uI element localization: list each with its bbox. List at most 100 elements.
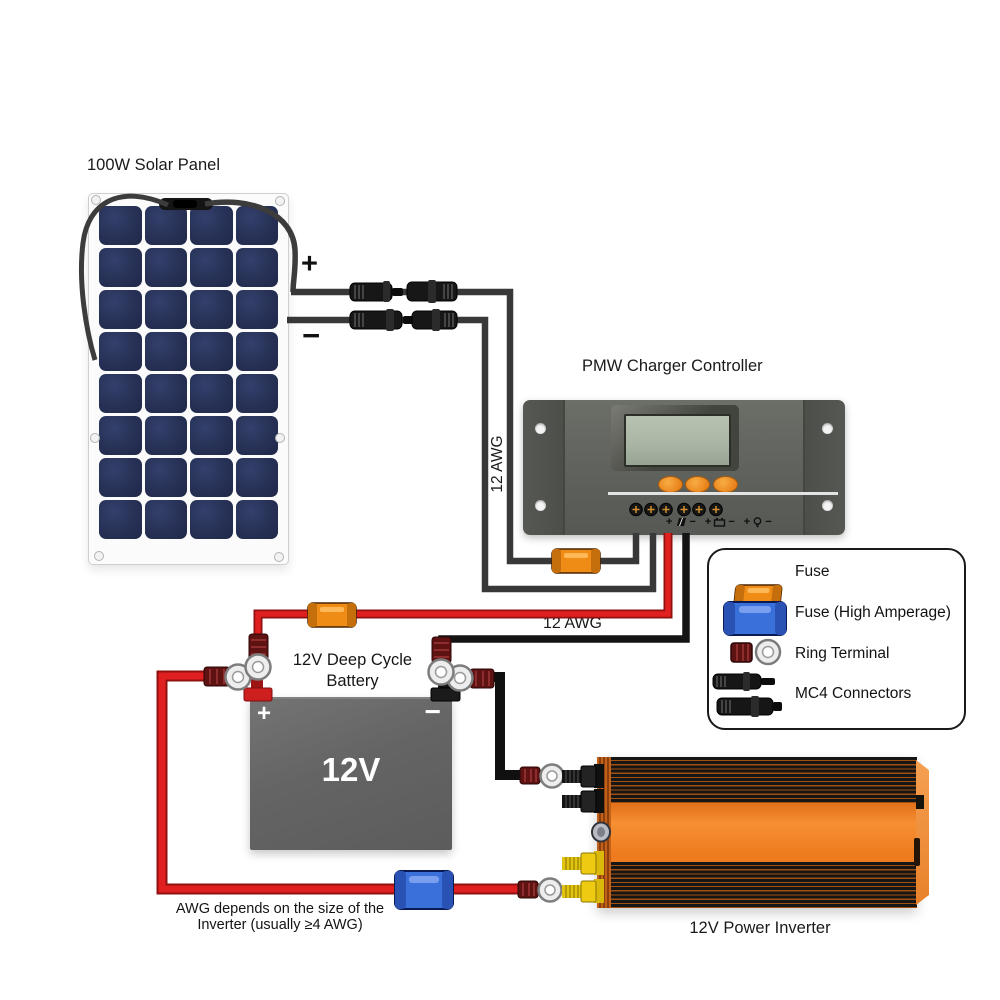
mc4-connectors-icon [712,672,782,717]
solar-cell [190,290,233,329]
wire-inverter-negative [474,672,547,780]
solar-cell [144,416,187,455]
controller-mount-hole [535,423,546,434]
battery-negative-sign: − [424,696,441,727]
fuse-high-amperage-icon [723,601,787,636]
terminal-labels: + − + − + − [666,516,776,528]
ring-terminal [517,877,563,903]
solar-cell [235,374,278,413]
controller-button[interactable] [685,476,710,493]
terminal-screws[interactable] [628,502,724,517]
solar-cell [144,374,187,413]
panel-mount-hole [274,552,284,562]
solar-cell [99,416,142,455]
solar-cell [144,500,187,539]
panel-mount-hole [91,195,101,205]
solar-cell-grid [99,206,278,539]
solar-cell [190,500,233,539]
battery-positive-sign: + [257,700,272,727]
solar-panel-label: 100W Solar Panel [87,156,220,174]
lcd-screen [624,414,731,467]
controller-mount-hole [822,500,833,511]
legend-item-ring-terminal: Ring Terminal [795,645,890,662]
ring-terminal [446,664,495,692]
solar-cell [235,206,278,245]
solar-cell [144,458,187,497]
battery-label-line1: 12V Deep Cycle [292,651,413,669]
controller-button[interactable] [658,476,683,493]
solar-cell [190,458,233,497]
controller-mount-flange [523,400,565,535]
plus-mark: + [704,516,712,528]
inverter-heatsink-top [597,757,917,803]
solar-cell [235,458,278,497]
panel-mount-hole [275,196,285,206]
inverter-body [597,803,917,862]
solar-cell [235,332,278,371]
solar-cell [144,290,187,329]
solar-cell [190,248,233,287]
solar-cell [190,416,233,455]
minus-mark: − [689,516,696,528]
panel-junction-box [159,198,213,210]
awg-note-line2: Inverter (usually ≥4 AWG) [197,917,363,933]
legend-item-fuse-high-amperage: Fuse (High Amperage) [795,604,951,621]
battery-icon [714,518,726,527]
solar-cell [99,290,142,329]
solar-cell [144,248,187,287]
solar-cell [99,248,142,287]
battery-label: 12V Deep Cycle Battery [275,650,430,692]
power-inverter [597,757,929,908]
solar-panel-icon [677,517,687,527]
controller-face: + − + − + − [563,400,838,535]
panel-negative-sign: − [302,318,321,353]
solar-cell [144,206,187,245]
panel-mount-hole [90,433,100,443]
solar-cell [144,332,187,371]
solar-cell [99,332,142,371]
legend-item-mc4-connectors: MC4 Connectors [795,685,912,702]
controller-mount-flange [803,400,845,535]
ring-terminal [203,663,252,691]
solar-cell [99,500,142,539]
solar-cell [235,290,278,329]
fuse-solar-wire [551,548,601,574]
controller-button[interactable] [713,476,738,493]
wire-battery-negative [438,533,690,651]
plus-mark: + [666,516,673,528]
inverter-heatsink-bottom [597,862,917,908]
fuse-icon [733,584,783,606]
mc4-connector-pair-positive [349,280,458,303]
controller-divider [608,492,838,495]
ring-terminal [244,633,272,681]
ring-terminal [519,763,565,789]
minus-mark: − [728,516,735,528]
inverter-side-panel [916,760,929,905]
minus-mark: − [765,516,772,528]
inverter-label: 12V Power Inverter [689,919,831,937]
solar-cell [99,458,142,497]
battery-voltage: 12V [321,751,381,788]
terminal-group-load: + − [744,516,772,528]
awg-note-line1: AWG depends on the size of the [175,901,385,917]
panel-mount-hole [94,551,104,561]
solar-cell [235,500,278,539]
plus-mark: + [743,516,751,528]
ring-terminal-icon [730,638,782,666]
battery: + − 12V [250,696,452,850]
solar-cell [99,206,142,245]
battery-label-line2: Battery [326,672,379,690]
charge-controller: + − + − + − [523,400,845,535]
wire-battery-positive-outline [253,533,673,651]
inverter-end-cap [597,757,611,908]
solar-cell [190,206,233,245]
solar-cell [235,416,278,455]
wire-gauge-label-horizontal: 12 AWG [543,615,602,632]
solar-cell [235,248,278,287]
controller-mount-hole [822,423,833,434]
solar-cell [190,332,233,371]
solar-cell [99,374,142,413]
panel-mount-hole [275,433,285,443]
mc4-connector-pair-negative [349,309,458,331]
